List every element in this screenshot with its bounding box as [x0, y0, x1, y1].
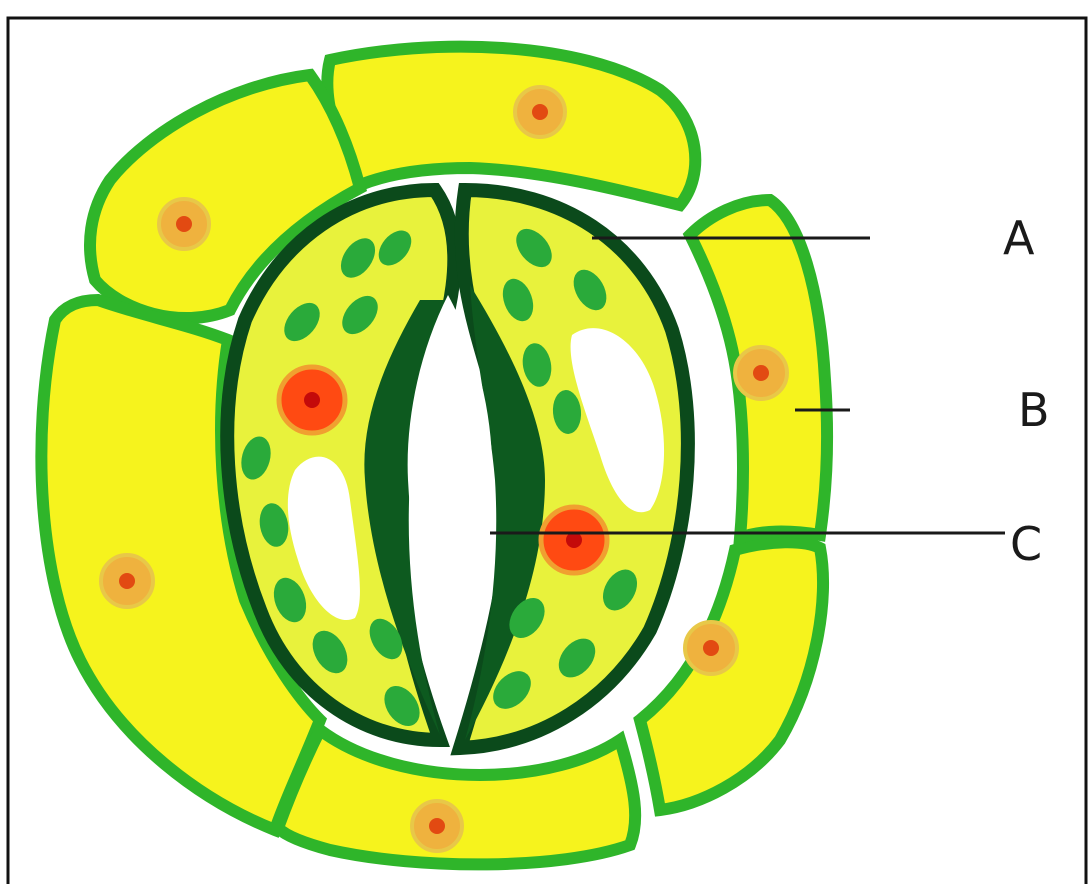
- label-c: C: [1010, 517, 1042, 571]
- guard-cell-right-nucleus: [541, 507, 607, 573]
- epidermal-nucleus: [412, 801, 462, 851]
- label-a: A: [1003, 211, 1035, 265]
- label-b: B: [1018, 383, 1050, 437]
- epidermal-nucleus: [101, 555, 153, 607]
- epidermal-nucleus: [515, 87, 565, 137]
- guard-cell-right: [460, 190, 688, 748]
- epidermal-nucleus: [735, 347, 787, 399]
- epidermal-nucleus: [159, 199, 209, 249]
- guard-cell-left-nucleus: [279, 367, 345, 433]
- epidermal-cell-top: [327, 47, 695, 205]
- epidermal-nucleus: [685, 622, 737, 674]
